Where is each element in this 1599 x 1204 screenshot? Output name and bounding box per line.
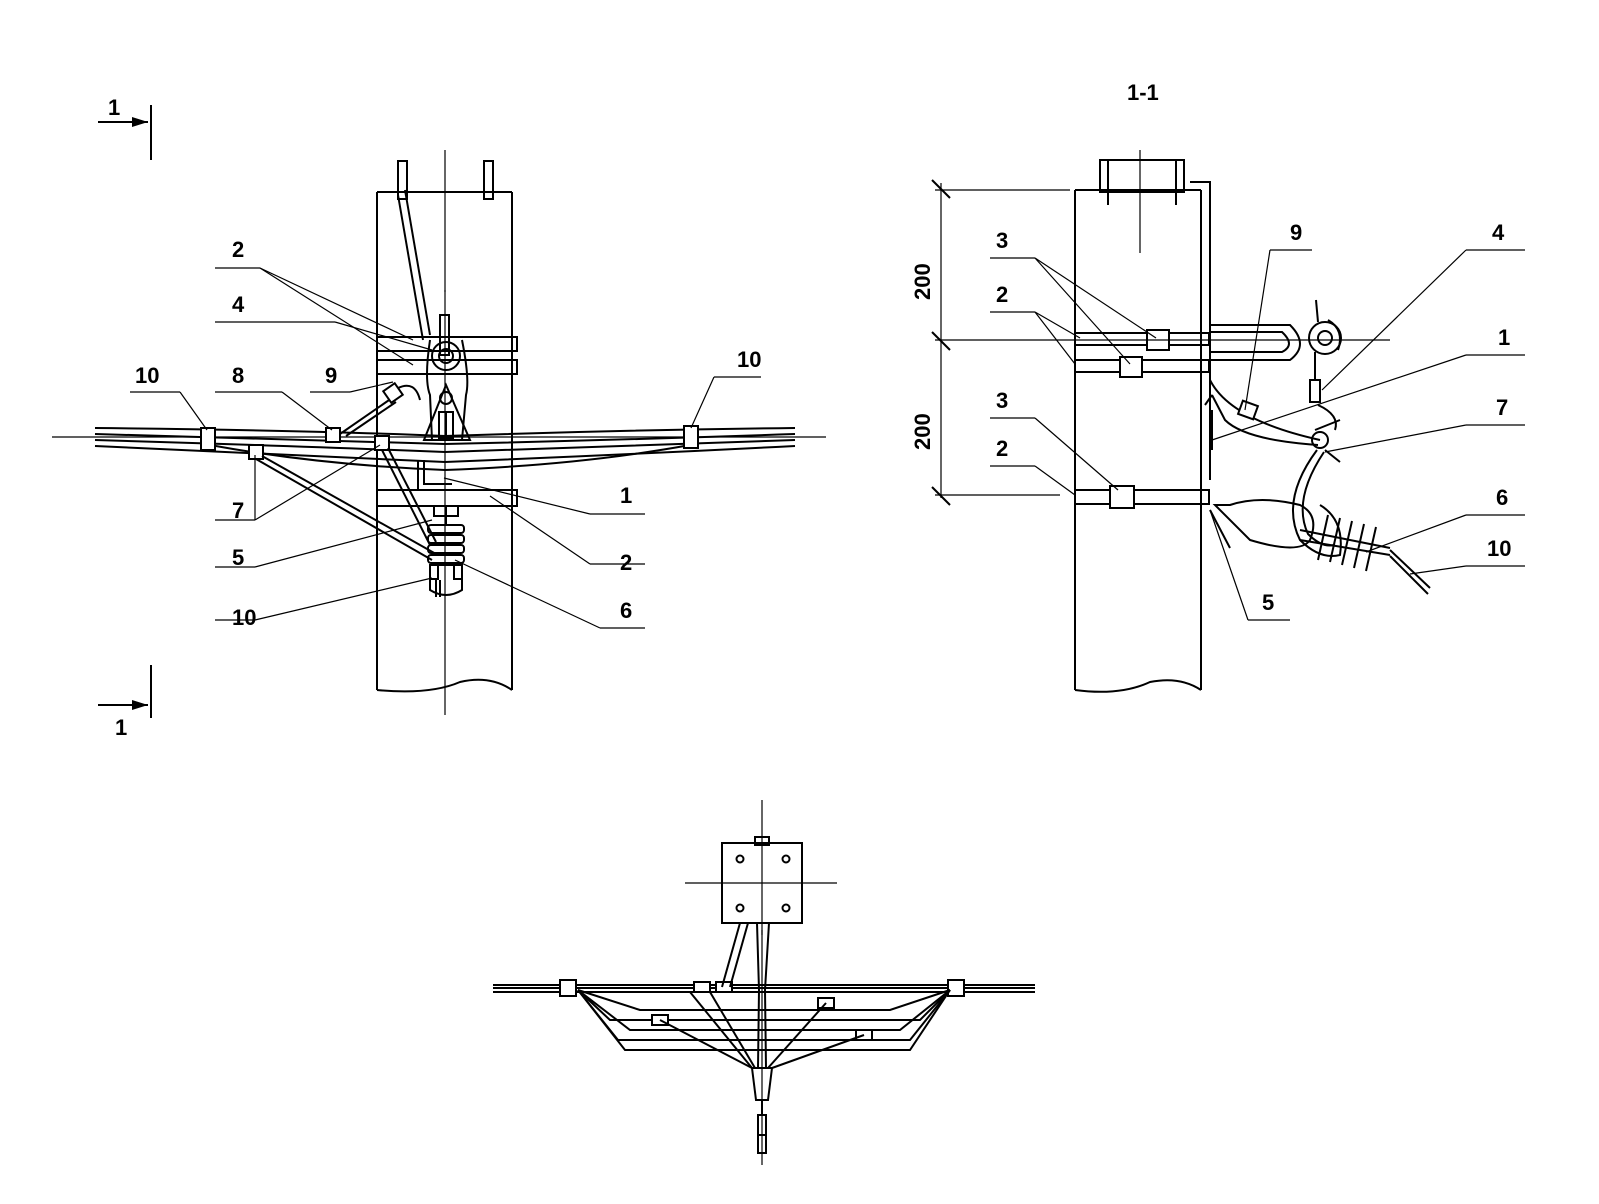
bottom-insulator xyxy=(427,505,465,597)
section-mark-bottom-label: 1 xyxy=(115,715,127,740)
side-pole xyxy=(1074,150,1211,693)
branch-wires xyxy=(255,381,452,561)
side-leaders xyxy=(990,249,1525,621)
label-2-top: 2 xyxy=(232,237,244,262)
dim-lower: 200 xyxy=(910,413,935,450)
label-1: 1 xyxy=(620,483,632,508)
side-label-3-bottom: 3 xyxy=(996,388,1008,413)
side-label-5: 5 xyxy=(1262,590,1274,615)
label-10-bottom: 10 xyxy=(232,605,256,630)
side-label-10: 10 xyxy=(1487,536,1511,561)
section-mark-top-label: 1 xyxy=(108,95,120,120)
side-bracket xyxy=(1204,299,1431,595)
side-view: 1-1 200 200 xyxy=(910,80,1525,693)
side-label-2-top: 2 xyxy=(996,282,1008,307)
bracket-assembly xyxy=(397,189,472,441)
front-view: 1 1 xyxy=(52,95,826,740)
label-8: 8 xyxy=(232,363,244,388)
label-9: 9 xyxy=(325,363,337,388)
pole xyxy=(376,150,513,715)
side-label-7: 7 xyxy=(1496,395,1508,420)
dimensions: 200 200 xyxy=(910,179,1070,506)
section-mark-bottom: 1 xyxy=(98,665,152,740)
side-label-2-bottom: 2 xyxy=(996,436,1008,461)
leaders xyxy=(130,267,761,629)
label-10-right: 10 xyxy=(737,347,761,372)
label-7: 7 xyxy=(232,498,244,523)
side-label-1: 1 xyxy=(1498,325,1510,350)
side-view-title: 1-1 xyxy=(1127,80,1159,105)
side-label-3-top: 3 xyxy=(996,228,1008,253)
label-5: 5 xyxy=(232,545,244,570)
label-4: 4 xyxy=(232,292,245,317)
dim-upper: 200 xyxy=(910,263,935,300)
plan-view xyxy=(493,800,1035,1165)
label-6: 6 xyxy=(620,598,632,623)
main-conductors xyxy=(52,425,826,472)
side-label-4: 4 xyxy=(1492,220,1505,245)
side-label-6: 6 xyxy=(1496,485,1508,510)
side-label-9: 9 xyxy=(1290,220,1302,245)
section-mark-top: 1 xyxy=(98,95,152,160)
label-2-bottom: 2 xyxy=(620,550,632,575)
label-10-left: 10 xyxy=(135,363,159,388)
